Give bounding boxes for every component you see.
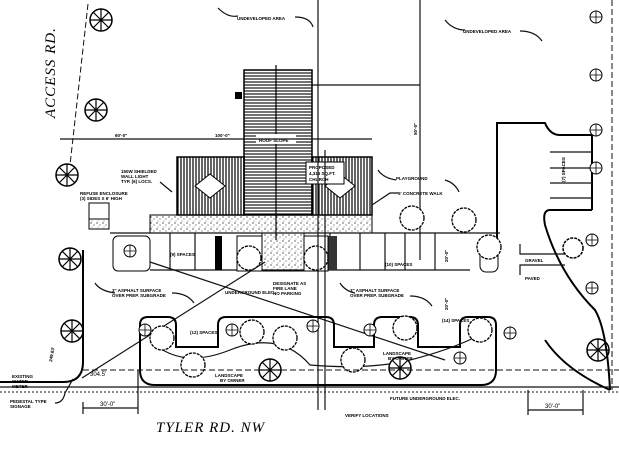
meter-label: WATER (12, 379, 29, 384)
tyler-road-label: TYLER RD. NW (156, 420, 266, 436)
underground-elec-label: UNDERGROUND ELEC. (225, 290, 276, 295)
landscape-label: LANDSCAPE (215, 373, 243, 378)
landscape-bed (139, 316, 497, 386)
spaces-label: (9) SPACES (170, 252, 195, 257)
dimension-label: 30'-0" (545, 404, 560, 410)
leader-line (339, 282, 433, 307)
undeveloped-area-label: UNDEVELOPED AREA (237, 16, 286, 21)
light-label: WALL LIGHT (121, 174, 149, 179)
refuse-pad (88, 218, 110, 230)
paved-label: PAVED (525, 276, 541, 281)
light-label: TYP. (6) LOCS. (121, 179, 152, 184)
fire-lane-label: DESIGNATE AS (273, 281, 306, 286)
landscape-label: BY OWNER (220, 378, 245, 383)
proposed-church-building (176, 65, 373, 240)
dimension-label: 30'-0" (100, 402, 115, 408)
adjacent-lot-outline (496, 122, 593, 260)
undeveloped-area-label: UNDEVELOPED AREA (463, 29, 512, 34)
parking-stripes (550, 151, 592, 199)
spaces-label: (10) SPACES (385, 262, 412, 267)
landscape-label: LANDSCAPE (383, 351, 411, 356)
leader-line (54, 378, 74, 404)
surface-boundary (519, 244, 565, 275)
concrete-walk-label: 5' CONCRETE WALK (398, 191, 443, 196)
tree-icon (399, 205, 425, 231)
leader-line (94, 282, 195, 304)
gravel-label: GRAVEL (525, 258, 544, 263)
pedestal-sign-label: SIGNAGE (10, 404, 31, 409)
light-label: 150W SHIELDED (121, 169, 158, 174)
dimension-label: 304.5' (90, 372, 106, 378)
landscape-bed (544, 339, 611, 391)
fire-lane-label: NO PARKING (273, 291, 302, 296)
access-road-label: ACCESS RD. (43, 27, 59, 119)
dimension-label: 100'-0" (215, 133, 230, 138)
future-elec-label: FUTURE UNDERGROUND ELEC. (390, 396, 460, 401)
spaces-label: (7) SPACES (561, 157, 566, 182)
asphalt-label: OVER PREP. SUBGRADE (350, 293, 404, 298)
leader-line (159, 181, 173, 193)
refuse-label: REFUSE ENCLOSURE (80, 191, 128, 196)
leader-line (377, 169, 460, 193)
dimension-label: 249.83' (48, 347, 56, 362)
dimension-line (82, 370, 139, 414)
spaces-label: (14) SPACES (442, 318, 469, 323)
dimension-line (527, 390, 584, 415)
access-road-edge (69, 3, 89, 166)
asphalt-label: OVER PREP. SUBGRADE (112, 293, 166, 298)
church-label: PROPOSED (309, 165, 335, 170)
leader-line (217, 7, 314, 28)
landscape-bed (543, 209, 611, 391)
tree-icon (149, 315, 493, 382)
playground-label: PLAYGROUND (396, 176, 428, 181)
tree-icon (451, 207, 477, 233)
landscape-label: BY OWNER (388, 356, 413, 361)
tree-icon (562, 237, 584, 259)
bush-icon (123, 244, 137, 258)
asphalt-label: 3" ASPHALT SURFACE (112, 288, 161, 293)
dimension-label: 20'-0" (444, 298, 449, 310)
concrete-walk (261, 232, 305, 272)
dimension-label: 20'-0" (444, 250, 449, 262)
leader-line (371, 192, 398, 206)
dimension-label: 50'-0" (413, 123, 418, 135)
refuse-label: (3) SIDES X 6' HIGH (80, 196, 122, 201)
leader-line (444, 19, 543, 42)
fire-lane-label: FIRE LANE (273, 286, 297, 291)
verify-locations-label: VERIFY LOCATIONS (345, 413, 389, 418)
asphalt-label: 3" ASPHALT SURFACE (350, 288, 399, 293)
tree-icon (476, 234, 502, 260)
accessible-stall (328, 236, 337, 270)
lot-edge (0, 250, 84, 383)
church-label: CHURCH (309, 177, 329, 182)
pedestal-sign-label: PEDESTAL TYPE (10, 399, 47, 404)
church-label: 4,316 SQ.FT. (309, 171, 336, 176)
accessible-stall (215, 236, 222, 270)
dimension-label: 60'-0" (115, 133, 127, 138)
concrete-walk (149, 214, 373, 234)
utility-line (149, 261, 446, 361)
spaces-label: (12) SPACES (190, 330, 217, 335)
meter-label: EXISTING (12, 374, 34, 379)
roof-slope-label: ROOF SLOPE (259, 138, 289, 143)
